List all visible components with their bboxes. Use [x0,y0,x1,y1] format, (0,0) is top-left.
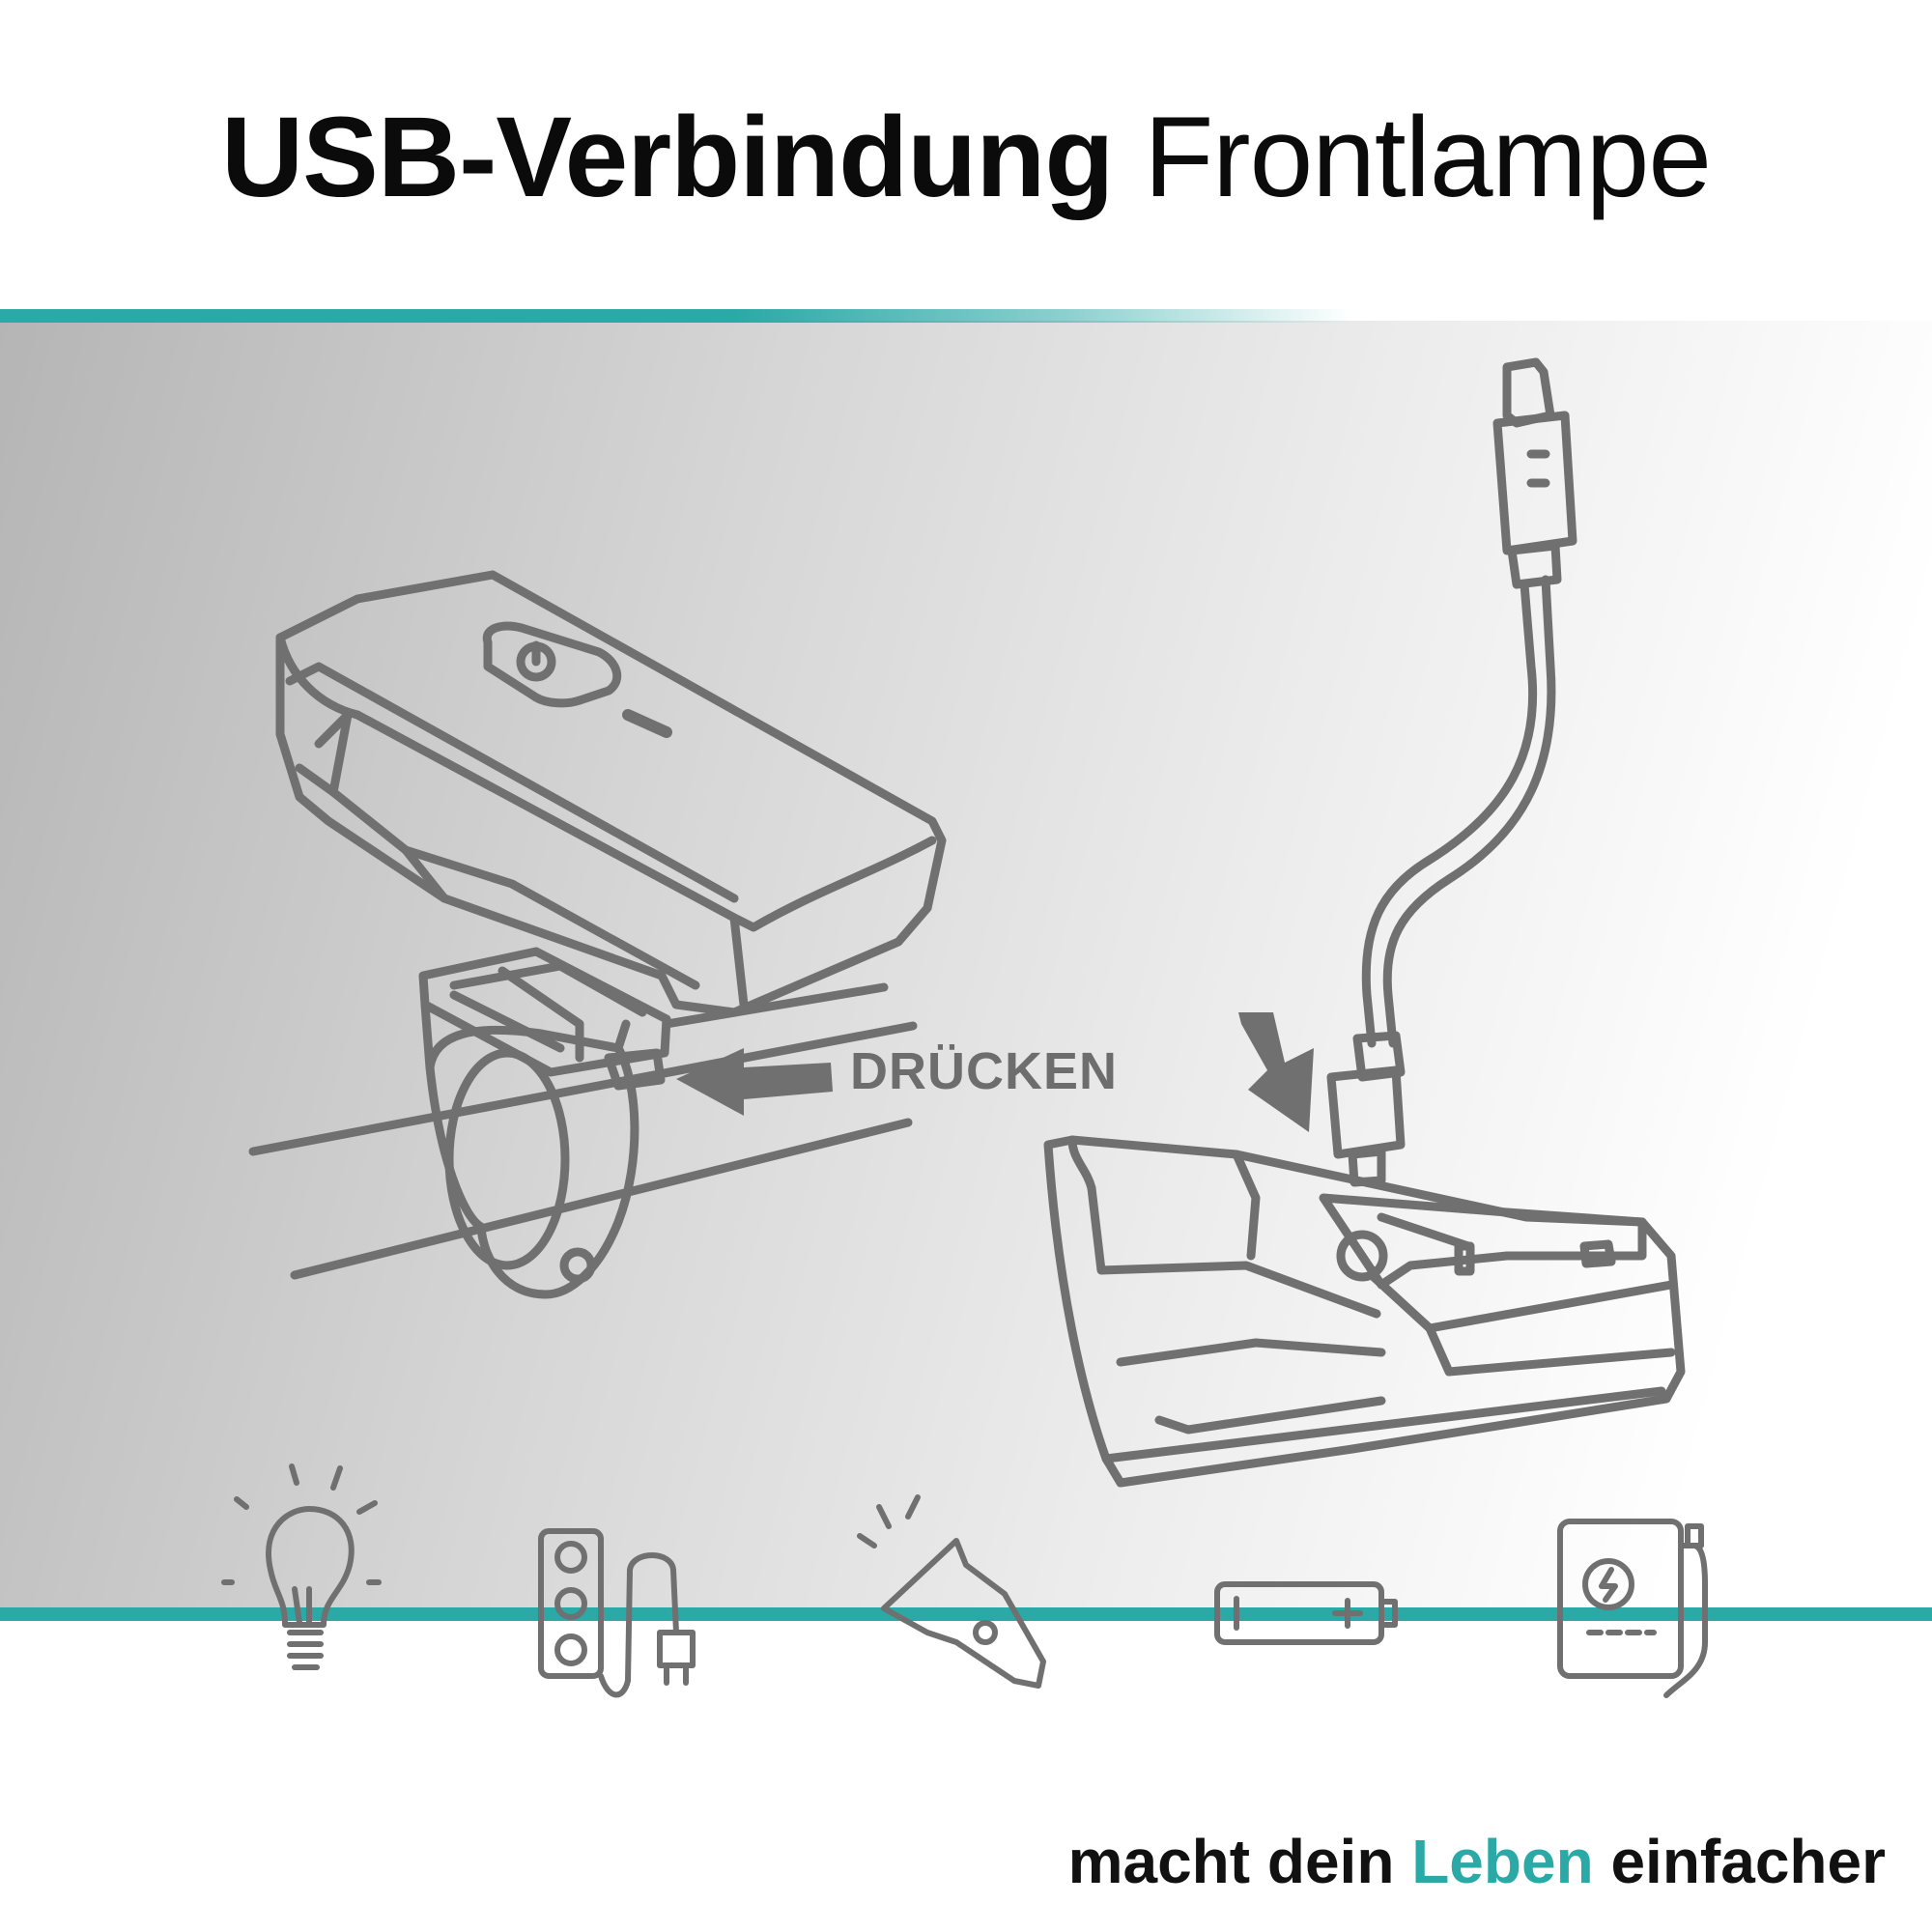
insert-arrow [1238,1012,1314,1132]
top-accent-bar [0,309,1932,323]
flashlight-icon [857,1494,1046,1689]
tagline-part1: macht dein [1067,1827,1412,1896]
bottom-accent-bar [0,1607,1932,1621]
tagline: macht dein Leben einfacher [1068,1826,1886,1897]
title-regular: Frontlampe [1144,94,1712,221]
press-arrow [676,1048,833,1116]
title-bold: USB-Verbindung [220,94,1114,221]
power-strip-icon [538,1528,696,1698]
handlebar-clamp [418,947,671,1299]
front-lamp-right [1043,1135,1686,1488]
usb-cable [1326,357,1577,1187]
front-lamp-left [275,570,947,1017]
tagline-part2: einfacher [1593,1827,1886,1896]
powerbank-icon [1557,1519,1708,1698]
tagline-accent: Leben [1411,1827,1594,1896]
press-label: DRÜCKEN [850,1042,1118,1100]
handlebar [248,982,918,1280]
light-bulb-icon [221,1463,382,1670]
battery-icon [1214,1581,1398,1645]
page-title: USB-Verbindung Frontlampe [0,92,1932,223]
